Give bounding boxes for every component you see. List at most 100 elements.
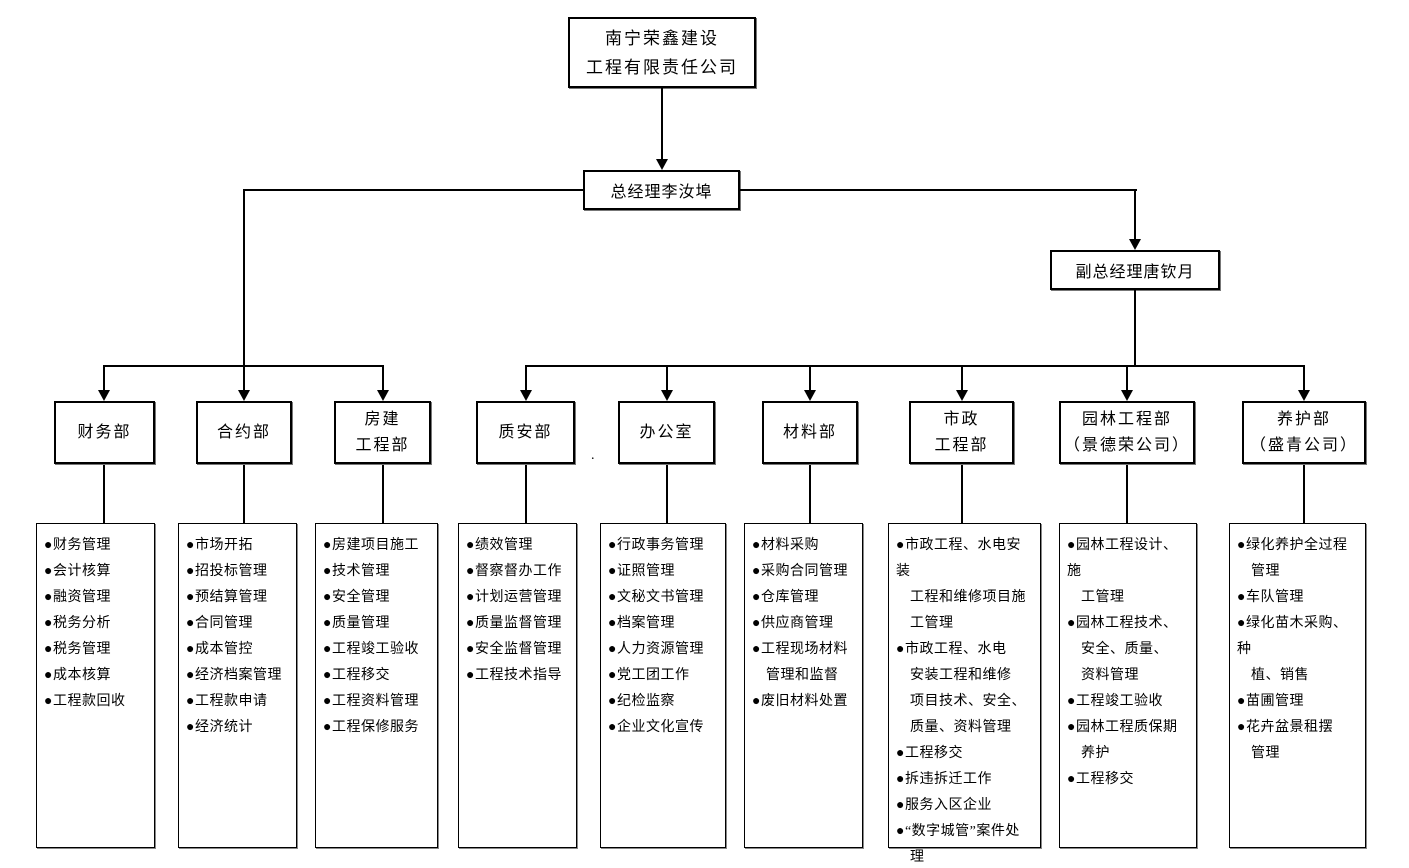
- department-box: 质安部: [476, 401, 575, 464]
- duty-item: ●仓库管理: [752, 590, 819, 605]
- duty-item: ●供应商管理: [752, 616, 834, 631]
- connector-line: [1303, 464, 1305, 523]
- department-box: 办公室: [618, 401, 715, 464]
- connector-line: [1134, 189, 1136, 240]
- department-name: 工程部: [355, 436, 410, 454]
- duty-item: ●会计核算: [44, 564, 111, 579]
- duty-item-continuation: 管理: [1251, 746, 1280, 761]
- connector-line: [243, 365, 245, 391]
- duty-item: ●技术管理: [323, 564, 390, 579]
- duty-item: ●税务管理: [44, 642, 111, 657]
- duty-item: ●材料采购: [752, 538, 819, 553]
- duty-item-continuation: 工管理: [1081, 590, 1125, 605]
- duty-item: ●招投标管理: [186, 564, 268, 579]
- company-title-box: 南宁荣鑫建设 工程有限责任公司: [568, 17, 756, 88]
- deputy-general-manager-label: 副总经理唐钦月: [1075, 264, 1195, 281]
- duty-item: ●苗圃管理: [1237, 694, 1304, 709]
- duty-item: ●采购合同管理: [752, 564, 848, 579]
- connector-line: [103, 365, 105, 391]
- duty-item: ●废旧材料处置: [752, 694, 848, 709]
- department-name: 市政: [943, 410, 980, 428]
- department-name: 房建: [364, 410, 401, 428]
- duty-item: ●融资管理: [44, 590, 111, 605]
- connector-arrowhead-icon: [520, 390, 532, 401]
- connector-line: [525, 365, 527, 391]
- connector-line: [382, 464, 384, 523]
- department-box: 财务部: [54, 401, 155, 464]
- general-manager-box: 总经理李汝埠: [583, 170, 740, 210]
- duty-item: ●党工团工作: [608, 668, 690, 683]
- duty-item: ●计划运营管理: [466, 590, 562, 605]
- duty-item: ●“数字城管”案件处: [896, 824, 1020, 839]
- duty-item: ●证照管理: [608, 564, 675, 579]
- department-name: 财务部: [77, 423, 132, 441]
- duty-item-continuation: 项目技术、安全、: [910, 694, 1026, 709]
- duty-item: ●工程竣工验收: [323, 642, 419, 657]
- duty-item: ●纪检监察: [608, 694, 675, 709]
- duty-item: ●档案管理: [608, 616, 675, 631]
- duty-item: ●工程保修服务: [323, 720, 419, 735]
- duty-list-box: ●行政事务管理●证照管理●文秘文书管理●档案管理●人力资源管理●党工团工作●纪检…: [600, 523, 726, 848]
- duty-list-box: ●材料采购●采购合同管理●仓库管理●供应商管理●工程现场材料管理和监督●废旧材料…: [744, 523, 863, 848]
- deputy-general-manager-box: 副总经理唐钦月: [1050, 250, 1220, 290]
- duty-item: ●工程技术指导: [466, 668, 562, 683]
- duty-item: ●税务分析: [44, 616, 111, 631]
- department-name: （景德荣公司）: [1063, 436, 1190, 454]
- connector-line: [1134, 290, 1136, 367]
- duty-item: ●市政工程、水电: [896, 642, 1007, 657]
- duty-item-continuation: 资料管理: [1081, 668, 1139, 683]
- duty-item: ●工程款回收: [44, 694, 126, 709]
- duty-item: ●督察督办工作: [466, 564, 562, 579]
- duty-item: ●绿化苗木采购、种: [1237, 616, 1348, 657]
- duty-list-box: ●绩效管理●督察督办工作●计划运营管理●质量监督管理●安全监督管理●工程技术指导: [458, 523, 577, 848]
- department-name: 园林工程部: [1081, 410, 1172, 428]
- department-name: 工程部: [934, 436, 989, 454]
- duty-item: ●成本核算: [44, 668, 111, 683]
- connector-line: [1126, 464, 1128, 523]
- duty-item: ●工程竣工验收: [1067, 694, 1163, 709]
- duty-item: ●经济档案管理: [186, 668, 282, 683]
- department-box: 合约部: [196, 401, 292, 464]
- duty-item: ●市政工程、水电安装: [896, 538, 1021, 579]
- duty-item-continuation: 管理: [1251, 564, 1280, 579]
- connector-arrowhead-icon: [1121, 390, 1133, 401]
- duty-item: ●市场开拓: [186, 538, 253, 553]
- department-name: （盛青公司）: [1249, 436, 1358, 454]
- duty-item: ●行政事务管理: [608, 538, 704, 553]
- duty-item: ●工程现场材料: [752, 642, 848, 657]
- connector-line: [382, 365, 384, 391]
- duty-item: ●安全管理: [323, 590, 390, 605]
- duty-item: ●车队管理: [1237, 590, 1304, 605]
- department-name: 合约部: [216, 423, 271, 441]
- connector-arrowhead-icon: [656, 159, 668, 170]
- connector-line: [243, 464, 245, 523]
- duty-item: ●工程款申请: [186, 694, 268, 709]
- connector-line: [961, 464, 963, 523]
- department-box: 园林工程部 （景德荣公司）: [1059, 401, 1195, 464]
- connector-line: [1126, 365, 1128, 391]
- connector-line: [525, 365, 1305, 367]
- duty-item-continuation: 工程和维修项目施: [910, 590, 1026, 605]
- connector-line: [666, 464, 668, 523]
- department-name: 材料部: [782, 423, 837, 441]
- duty-item: ●合同管理: [186, 616, 253, 631]
- duty-item: ●成本管控: [186, 642, 253, 657]
- connector-arrowhead-icon: [377, 390, 389, 401]
- duty-item-continuation: 安全、质量、: [1081, 642, 1168, 657]
- duty-item-continuation: 质量、资料管理: [910, 720, 1012, 735]
- duty-item: ●花卉盆景租摆: [1237, 720, 1333, 735]
- company-title-line1: 南宁荣鑫建设: [605, 28, 719, 48]
- duty-item-continuation: 安装工程和维修: [910, 668, 1012, 683]
- duty-item: ●经济统计: [186, 720, 253, 735]
- duty-item: ●园林工程质保期: [1067, 720, 1178, 735]
- duty-item-continuation: 养护: [1081, 746, 1110, 761]
- connector-line: [243, 189, 245, 367]
- duty-item: ●安全监督管理: [466, 642, 562, 657]
- duty-item: ●企业文化宣传: [608, 720, 704, 735]
- connector-line: [103, 464, 105, 523]
- duty-item: ●园林工程技术、: [1067, 616, 1178, 631]
- duty-item: ●绩效管理: [466, 538, 533, 553]
- connector-arrowhead-icon: [1298, 390, 1310, 401]
- department-name: 养护部: [1276, 410, 1331, 428]
